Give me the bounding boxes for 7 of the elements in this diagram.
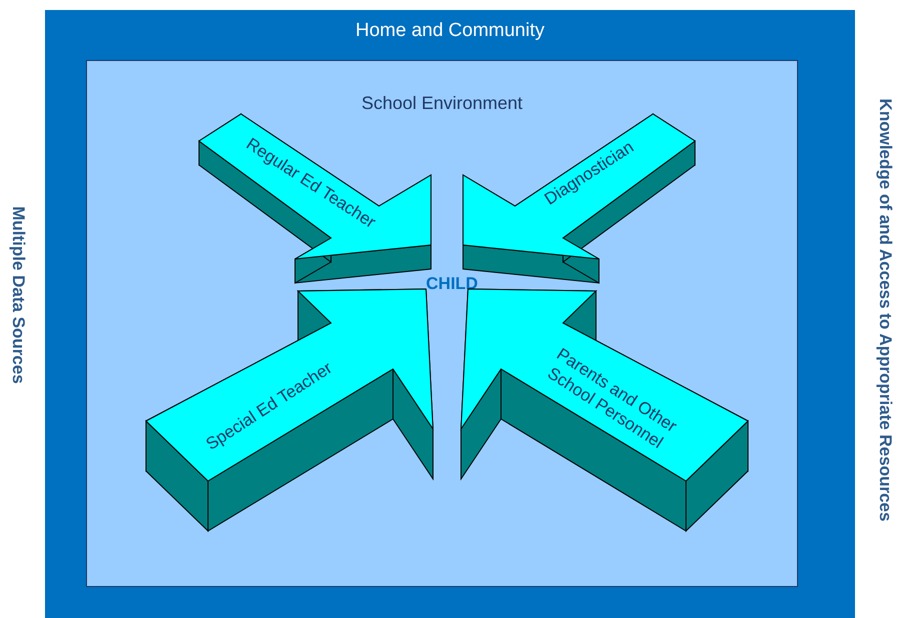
panel-title: Home and Community [355,20,545,42]
inner-panel [86,60,798,587]
center-label: CHILD [426,274,478,294]
panel-title: School Environment [361,93,523,114]
side-label: Multiple Data Sources [8,206,28,384]
outer-panel [45,10,855,618]
side-label: Knowledge of and Access to Appropriate Resources [875,98,895,522]
